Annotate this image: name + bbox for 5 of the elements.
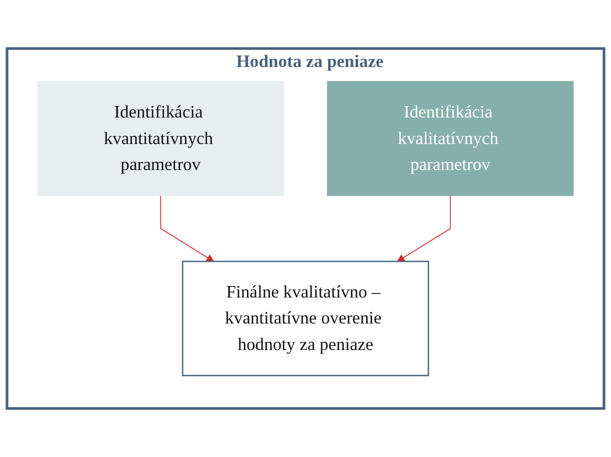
node-box: Identifikácia kvantitatívnych parametrov <box>37 81 284 196</box>
arrow <box>160 195 214 262</box>
node-box: Finálne kvalitatívno – kvantitatívne overenie hodnoty za peniaze <box>182 260 430 376</box>
arrow <box>397 195 451 262</box>
node-box: Identifikácia kvalitatívnych parametrov <box>327 81 574 196</box>
